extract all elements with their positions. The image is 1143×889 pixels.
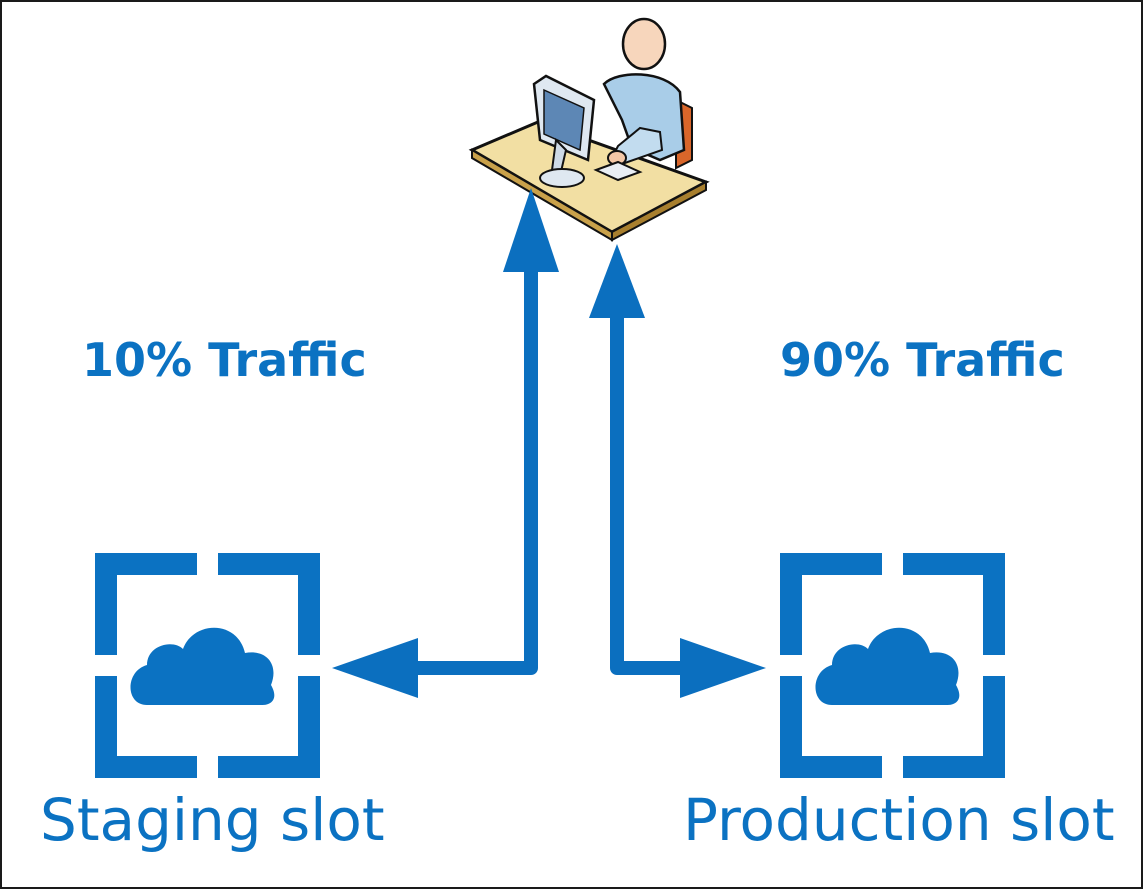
azure-app-service-icon <box>95 553 320 778</box>
arrowhead-right-production <box>680 638 766 698</box>
staging-slot-label: Staging slot <box>40 786 385 854</box>
production-traffic-label: 90% Traffic <box>780 333 1065 387</box>
azure-app-service-icon <box>780 553 1005 778</box>
production-slot-icon <box>780 553 1005 778</box>
production-slot-label: Production slot <box>683 786 1115 854</box>
arrowhead-up-production <box>589 244 645 318</box>
production-traffic-path <box>610 310 688 675</box>
staging-traffic-path <box>410 270 538 675</box>
arrowhead-up-staging <box>503 188 559 272</box>
arrowhead-left-staging <box>332 638 418 698</box>
staging-slot-icon <box>95 553 320 778</box>
arrows <box>410 270 688 675</box>
staging-traffic-label: 10% Traffic <box>82 333 367 387</box>
user-at-computer-icon <box>468 17 710 242</box>
